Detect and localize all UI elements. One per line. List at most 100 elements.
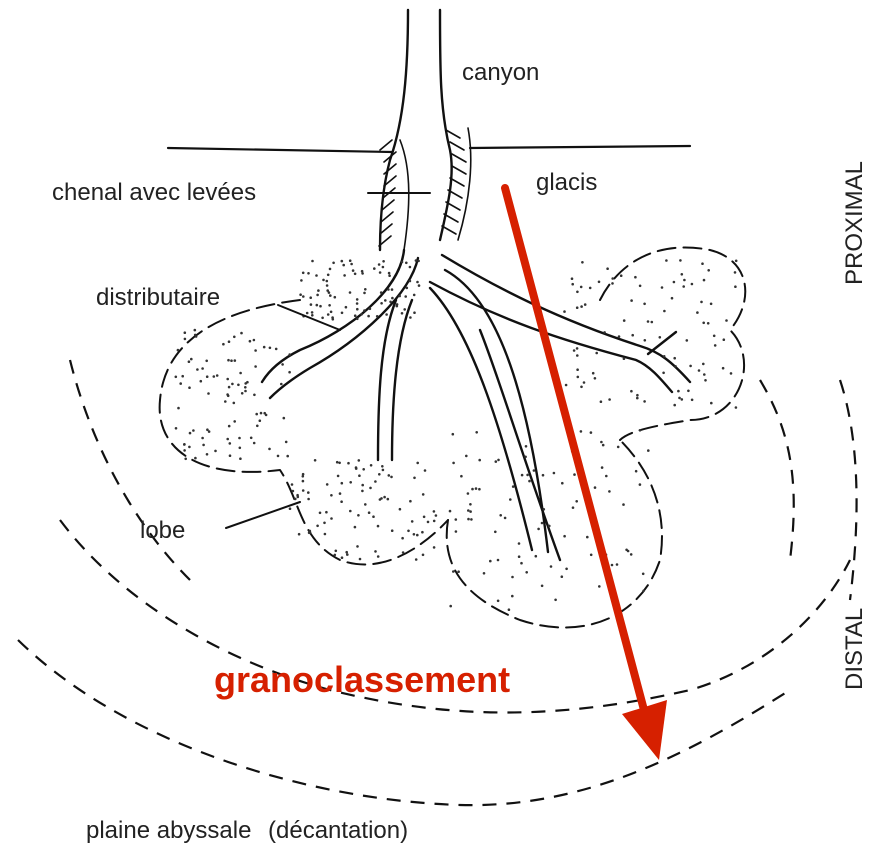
stipple-dot [205,360,208,363]
stipple-dot [707,322,710,325]
stipple-dot [188,386,191,389]
stipple-dot [194,457,197,460]
stipple-dot [226,438,229,441]
stipple-dot [362,468,365,471]
stipple-dot [239,372,242,375]
stipple-dot [206,428,209,431]
stipple-dot [390,476,393,479]
stipple-dot [201,367,204,370]
stipple-dot [590,431,593,434]
stipple-dot [184,331,187,334]
stipple-dot [356,302,359,305]
stipple-dot [730,372,733,375]
leader-lobe [226,502,300,528]
stipple-dot [424,469,427,472]
stipple-dot [231,383,234,386]
stipple-dot [391,297,394,300]
stipple-dot [382,260,385,263]
stipple-dot [289,507,292,510]
stipple-dot [179,382,182,385]
stipple-dot [325,511,328,514]
levee-hatching [379,128,471,250]
stipple-dot [580,430,583,433]
stipple-dot [421,531,424,534]
stipple-dot [470,518,473,521]
stipple-dot [379,271,382,274]
stipple-dot [183,449,186,452]
stipple-dot [330,311,333,314]
stipple-dot [647,449,650,452]
stipple-dot [691,283,694,286]
stipple-dot [341,260,344,263]
stipple-dot [681,273,684,276]
stipple-dot [725,319,728,322]
stipple-dot [314,459,317,462]
stipple-dot [298,533,301,536]
stipple-dot [338,462,341,465]
stipple-dot [497,459,500,462]
stipple-dot [580,305,583,308]
stipple-dot [600,400,603,403]
stipple-dot [581,261,584,264]
stipple-dot [363,309,366,312]
stipple-dot [359,558,362,561]
stipple-dot [703,279,706,282]
lobe-outlines [160,247,746,627]
stipple-dot [415,558,418,561]
stipple-dot [259,419,262,422]
label-chenal: chenal avec levées [52,179,256,206]
stipple-dot [595,352,598,355]
stipple-dot [679,259,682,262]
stipple-dot [263,412,266,415]
stipple-dot [323,522,326,525]
stipple-dot [411,520,414,523]
stipple-dot [188,446,191,449]
stipple-dot [707,269,710,272]
stipple-dot [249,340,252,343]
stipple-dot [196,368,199,371]
stipple-dot [356,545,359,548]
stipple-dot [228,340,231,343]
stipple-dot [216,374,219,377]
stipple-dot [634,276,637,279]
stipple-dot [345,551,348,554]
stipple-dot [469,503,472,506]
stipple-dot [537,528,540,531]
stipple-dot [571,277,574,280]
stipple-dot [254,349,257,352]
stipple-dot [306,312,309,315]
stipple-dot [723,338,726,341]
stipple-dot [689,365,692,368]
stipple-dot [326,483,329,486]
stipple-dot [302,272,305,275]
stipple-dot [315,274,318,277]
stipple-dot [369,487,372,490]
stipple-dot [681,398,684,401]
stipple-dot [600,441,603,444]
stipple-dot [380,291,383,294]
stipple-dot [452,570,455,573]
stipple-dot [433,520,436,523]
stipple-dot [630,553,633,556]
stipple-dot [401,261,404,264]
stipple-dot [734,285,737,288]
stipple-dot [449,605,452,608]
stipple-dot [696,311,699,314]
stipple-dot [702,322,705,325]
stipple-dot [625,549,628,552]
label-distal: DISTAL [841,608,868,690]
stipple-dot [623,319,626,322]
stipple-dot [342,264,345,267]
stipple-dot [460,475,463,478]
stipple-dot [407,530,410,533]
stipple-dot [354,273,357,276]
stipple-dot [229,442,232,445]
stipple-dot [642,573,645,576]
stipple-dot [184,338,187,341]
stipple-dot [302,480,305,483]
stipple-dot [457,570,460,573]
label-canyon: canyon [462,59,539,86]
stipple-dot [659,336,662,339]
stipple-dot [309,296,312,299]
stipple-dot [644,339,647,342]
